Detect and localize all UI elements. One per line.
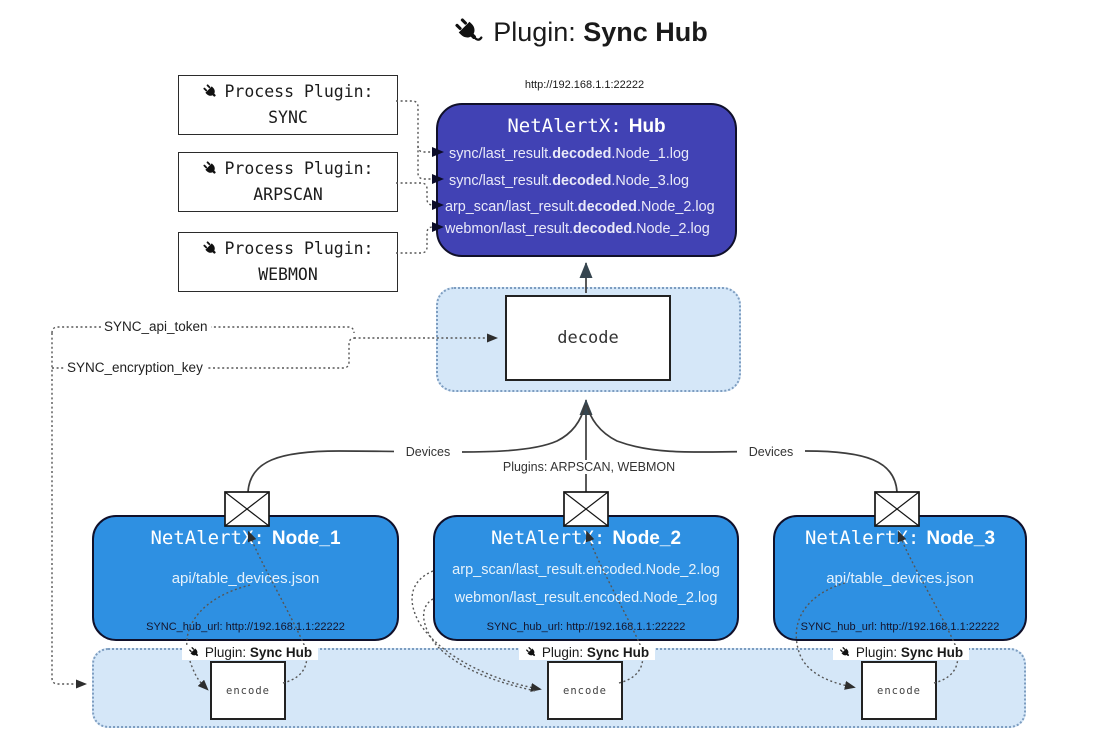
node-file: arp_scan/last_result.encoded.Node_2.log (452, 562, 720, 578)
hub-box: NetAlertX:Hub sync/last_result.decoded.N… (436, 103, 737, 257)
link-sync-to-hub (417, 145, 444, 157)
link-webmon-to-hub (396, 222, 444, 254)
process-plugin-label: Process Plugin: (224, 82, 374, 102)
plug-icon (188, 646, 198, 656)
devices-right-label: Devices (737, 445, 805, 459)
hub-log-line: arp_scan/last_result.decoded.Node_2.log (445, 199, 715, 215)
hub-log-line: sync/last_result.decoded.Node_3.log (449, 173, 689, 189)
node-2-box: NetAlertX:Node_2 arp_scan/last_result.en… (433, 515, 739, 641)
encoder-plugin-label: Plugin: Sync Hub (833, 645, 969, 660)
sync-encryption-key-label: SYNC_encryption_key (64, 360, 206, 375)
process-plugin-arpscan-box: Process Plugin: ARPSCAN (178, 152, 398, 212)
node-hub-url: SYNC_hub_url: http://192.168.1.1:22222 (800, 621, 1000, 633)
process-plugin-label: Process Plugin: (224, 239, 374, 259)
encode-box: encode (861, 661, 937, 720)
link-secrets-to-encoders (51, 333, 87, 689)
link-arpscan-to-hub (396, 182, 444, 210)
node-3-box: NetAlertX:Node_3 api/table_devices.json … (773, 515, 1027, 641)
plug-icon (525, 646, 535, 656)
node-hub-url: SYNC_hub_url: http://192.168.1.1:22222 (486, 621, 686, 633)
process-plugin-name: ARPSCAN (253, 185, 323, 204)
link-sync-to-hub (396, 100, 444, 184)
encoder-plugin-label: Plugin: Sync Hub (519, 645, 655, 660)
hub-url: http://192.168.1.1:22222 (524, 79, 645, 91)
node-file: webmon/last_result.encoded.Node_2.log (454, 590, 718, 606)
encode-box: encode (210, 661, 286, 720)
process-plugin-sync-box: Process Plugin: SYNC (178, 75, 398, 135)
node-file: api/table_devices.json (171, 570, 320, 587)
plug-icon (203, 161, 217, 174)
process-plugin-label: Process Plugin: (224, 159, 374, 179)
plug-icon (203, 84, 217, 97)
plug-icon (839, 646, 849, 656)
node-title: NetAlertX:Node_1 (150, 527, 341, 549)
encode-box: encode (547, 661, 623, 720)
sync-api-token-label: SYNC_api_token (101, 319, 211, 334)
plug-icon (455, 18, 483, 41)
plugins-label: Plugins: ARPSCAN, WEBMON (498, 460, 680, 474)
node-title: NetAlertX:Node_3 (804, 527, 996, 549)
hub-title: NetAlertX:Hub (507, 115, 666, 137)
node-1-box: NetAlertX:Node_1 api/table_devices.json … (92, 515, 399, 641)
decode-box: decode (505, 295, 671, 381)
hub-log-line: sync/last_result.decoded.Node_1.log (449, 146, 689, 162)
process-plugin-name: WEBMON (258, 265, 318, 284)
process-plugin-name: SYNC (268, 108, 308, 127)
node-title: NetAlertX:Node_2 (490, 527, 682, 549)
devices-left-label: Devices (394, 445, 462, 459)
node-hub-url: SYNC_hub_url: http://192.168.1.1:22222 (146, 621, 345, 633)
page-title: Plugin: Sync Hub (22, 16, 1117, 48)
page-title-text: Plugin: Sync Hub (493, 16, 708, 47)
hub-log-line: webmon/last_result.decoded.Node_2.log (445, 221, 710, 237)
encoder-plugin-label: Plugin: Sync Hub (182, 645, 318, 660)
plug-icon (203, 241, 217, 254)
node-file: api/table_devices.json (826, 570, 974, 587)
process-plugin-webmon-box: Process Plugin: WEBMON (178, 232, 398, 292)
